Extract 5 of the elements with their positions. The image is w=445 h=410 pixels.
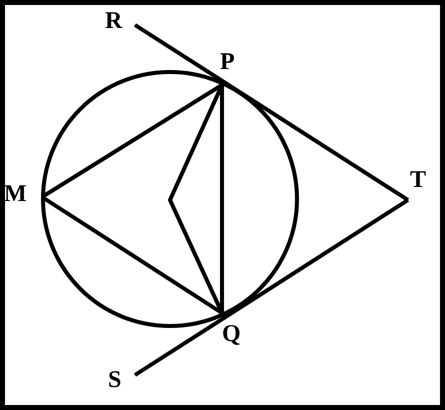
point-label: P bbox=[220, 50, 235, 74]
point-label: T bbox=[410, 168, 426, 192]
point-label: Q bbox=[222, 322, 241, 346]
point-label: R bbox=[105, 9, 122, 33]
point-label: S bbox=[108, 368, 122, 392]
